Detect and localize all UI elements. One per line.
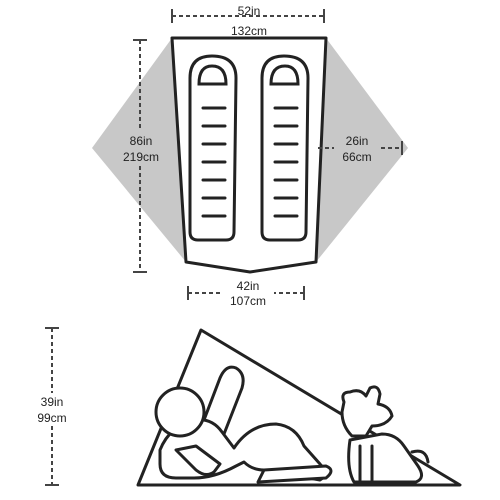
bottom-width-cm: 107cm xyxy=(230,294,266,308)
height-in: 39in xyxy=(41,395,64,409)
length-cm: 219cm xyxy=(123,150,159,164)
tent-floor-outline xyxy=(170,36,328,274)
vestibule-cm: 66cm xyxy=(342,150,371,164)
dog-figure xyxy=(340,385,430,484)
person-figure xyxy=(154,365,333,484)
floor-plan: 52in 132cm 86in 219cm 26in 66cm 42in 107… xyxy=(92,4,408,309)
top-width-cm: 132cm xyxy=(231,24,267,38)
sleeping-bag-right xyxy=(260,54,310,242)
sleeping-bag-left xyxy=(188,54,238,242)
height-cm: 99cm xyxy=(37,411,66,425)
side-view: 39in 99cm xyxy=(28,327,462,487)
length-in: 86in xyxy=(130,134,153,148)
top-width-in: 52in xyxy=(238,4,261,18)
length-label-bg xyxy=(116,130,168,166)
bottom-width-label-bg xyxy=(222,279,274,309)
vestibule-in: 26in xyxy=(346,134,369,148)
height-label-bg xyxy=(28,393,76,425)
bottom-width-in: 42in xyxy=(237,279,260,293)
vestibule-label-bg xyxy=(334,132,380,164)
